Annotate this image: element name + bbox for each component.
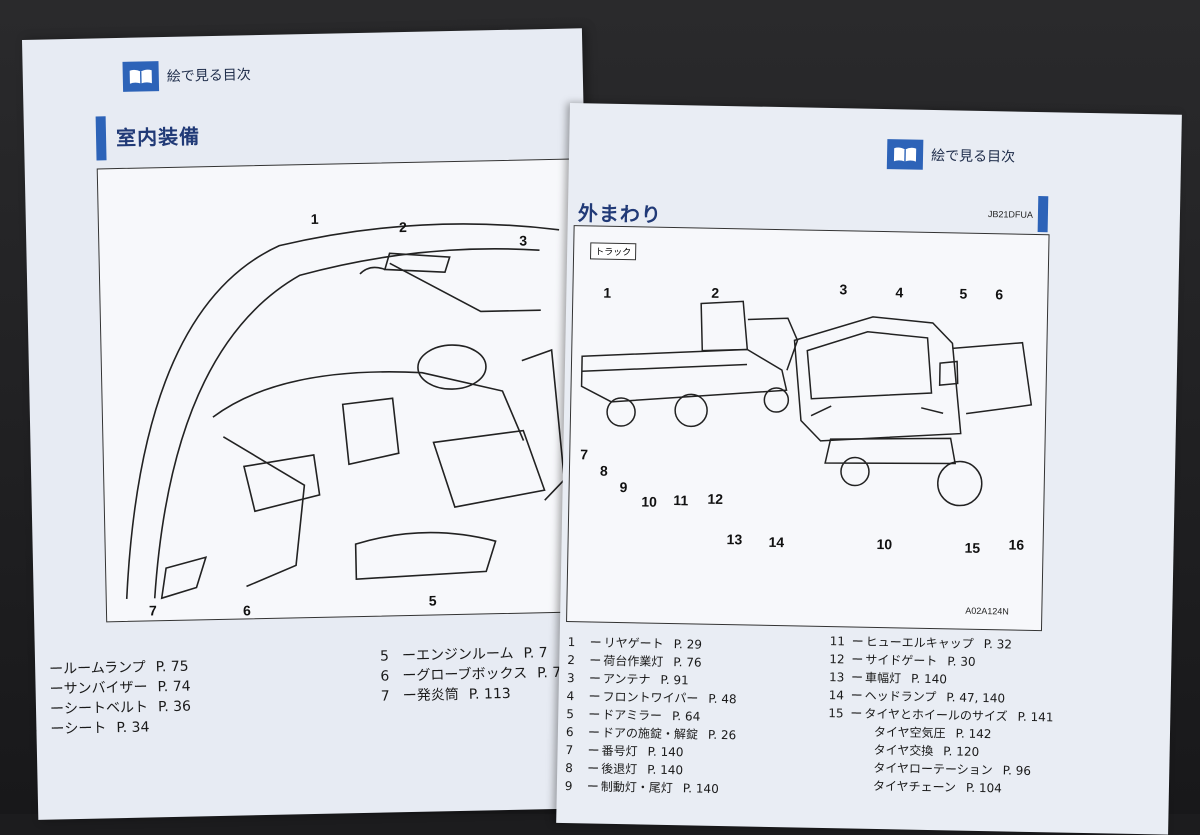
right-callout-10b: 10 xyxy=(876,535,893,553)
right-callout-13: 13 xyxy=(726,531,743,548)
left-callout-6: 6 xyxy=(242,602,251,619)
book-icon xyxy=(886,139,924,170)
interior-drawing xyxy=(125,223,566,600)
left-header-text: 絵で見る目次 xyxy=(166,67,251,85)
left-callout-5: 5 xyxy=(428,592,437,609)
left-index-col-1: 1ールームランプP. 75 2ーサンバイザーP. 74 3ーシートベルトP. 3… xyxy=(27,653,359,740)
book-icon xyxy=(122,61,160,92)
right-callout-1: 1 xyxy=(603,284,612,301)
right-section-title: 外まわり xyxy=(577,201,663,227)
right-callout-3: 3 xyxy=(839,281,848,298)
right-callout-16: 16 xyxy=(1008,536,1025,553)
left-header-badge: 絵で見る目次 xyxy=(122,59,251,92)
right-callout-9: 9 xyxy=(619,479,628,496)
left-callout-3: 3 xyxy=(519,232,528,249)
right-callout-12: 12 xyxy=(707,490,724,508)
figure-code: A02A124N xyxy=(965,605,1009,617)
truck-tag: トラック xyxy=(590,242,637,261)
left-callout-1: 1 xyxy=(310,210,319,227)
right-page: 絵で見る目次 外まわり JB21DFUA トラック xyxy=(556,103,1182,835)
exterior-illustration: トラック 1 2 3 4 5 6 xyxy=(566,225,1050,632)
right-callout-15: 15 xyxy=(964,539,981,556)
right-callout-7: 7 xyxy=(580,446,589,463)
left-page: 絵で見る目次 室内装備 1 2 3 5 xyxy=(22,28,599,820)
right-callout-4: 4 xyxy=(895,284,904,301)
left-section-bar xyxy=(95,116,107,161)
right-header-badge: 絵で見る目次 xyxy=(886,139,1016,171)
right-callout-14: 14 xyxy=(768,533,785,551)
right-callout-2: 2 xyxy=(711,284,720,301)
right-header-text: 絵で見る目次 xyxy=(930,147,1016,166)
left-callout-2: 2 xyxy=(398,218,407,236)
right-callout-10a: 10 xyxy=(641,493,658,510)
right-callout-8: 8 xyxy=(599,462,608,479)
right-callout-11: 11 xyxy=(673,492,689,509)
interior-illustration: 1 2 3 5 6 7 xyxy=(96,158,589,623)
right-callout-6: 6 xyxy=(995,286,1004,303)
truck-drawing xyxy=(580,300,1033,507)
right-callout-5: 5 xyxy=(959,285,968,302)
left-section-title: 室内装備 xyxy=(115,124,201,151)
right-section-bar xyxy=(1037,196,1049,233)
right-top-code: JB21DFUA xyxy=(987,209,1034,220)
left-callout-7: 7 xyxy=(148,602,157,619)
